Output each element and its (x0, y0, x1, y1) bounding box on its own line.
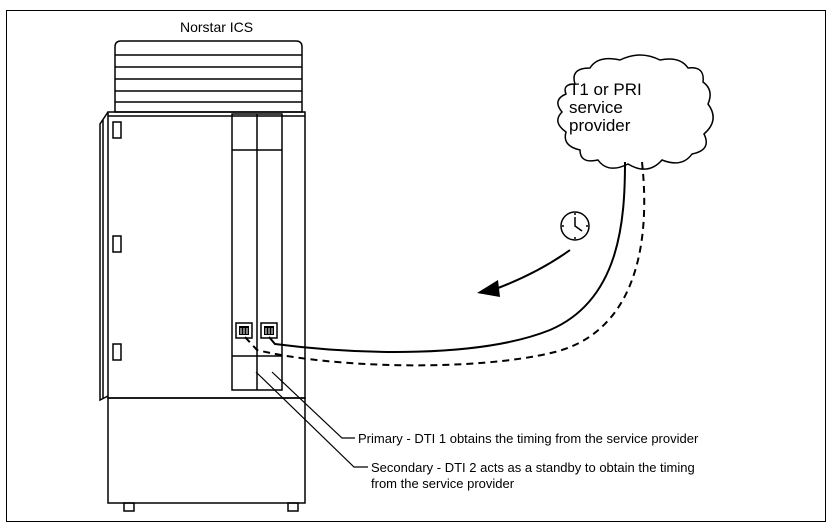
cloud-label-line: provider (569, 116, 631, 135)
secondary-callout-line: Secondary - DTI 2 acts as a standby to o… (371, 460, 695, 475)
cabinet-door (99, 111, 122, 402)
system-title: Norstar ICS (180, 19, 254, 35)
timing-direction-arrow (477, 249, 571, 297)
rj45-jack-icon (260, 322, 278, 339)
secondary-callout-leader (255, 371, 368, 468)
cabinet-top-housing (114, 40, 303, 113)
primary-callout-text: Primary - DTI 1 obtains the timing from … (358, 431, 699, 446)
secondary-timing-link (244, 161, 646, 367)
clock-icon (560, 211, 590, 241)
diagram-frame (6, 10, 826, 522)
secondary-callout-text: Secondary - DTI 2 acts as a standby to o… (371, 460, 695, 492)
rj45-jack-icon (235, 322, 253, 339)
cloud-label-line: T1 or PRI (569, 80, 642, 99)
cloud-label-line: service (569, 98, 623, 117)
cloud-label: T1 or PRI service provider (569, 81, 642, 135)
cabinet-base (107, 397, 306, 512)
primary-timing-link (268, 161, 626, 353)
primary-callout-leader (271, 371, 355, 439)
secondary-callout-line: from the service provider (371, 476, 515, 491)
service-provider-cloud (557, 54, 714, 170)
card-slots (231, 113, 283, 391)
cabinet-body (107, 111, 306, 399)
